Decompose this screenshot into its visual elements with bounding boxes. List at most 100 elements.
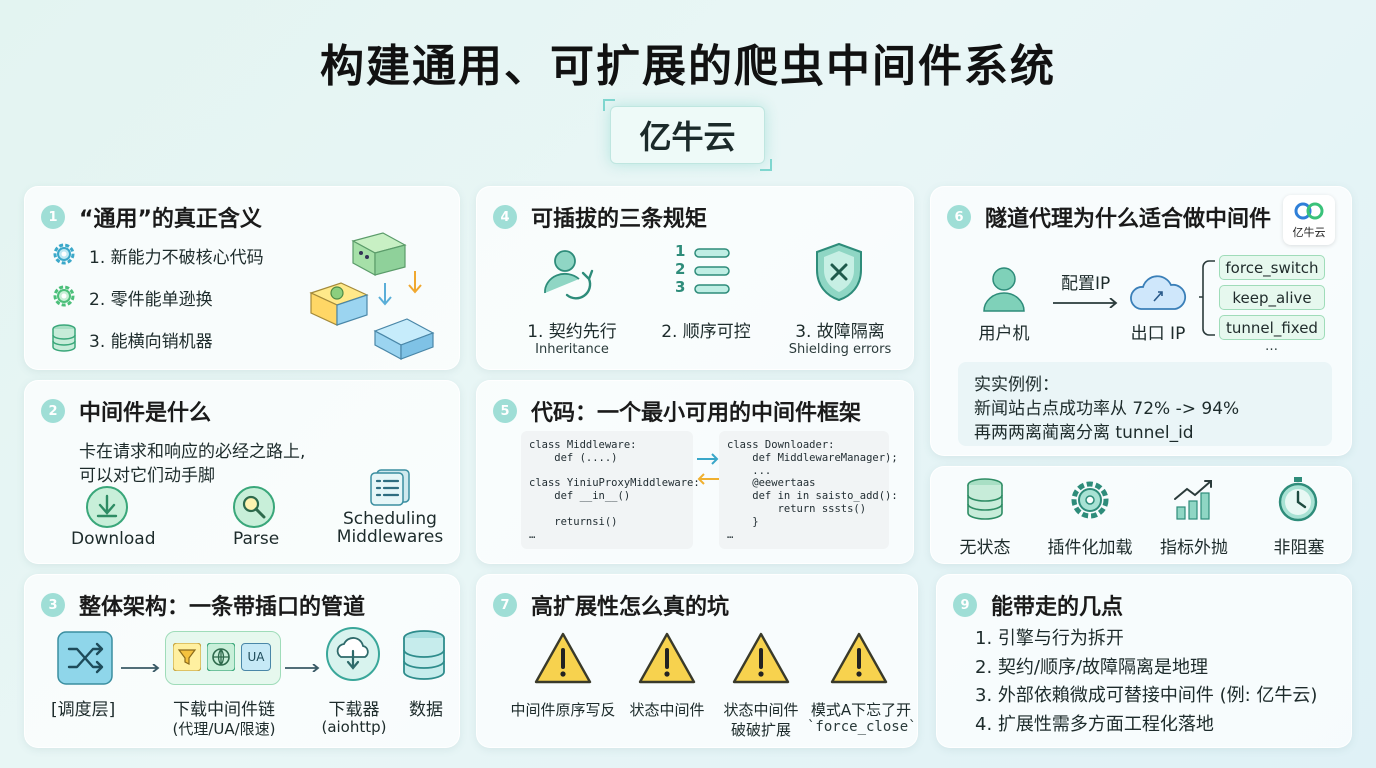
pitfall-label: 破破扩展 xyxy=(730,721,791,739)
brand-logo: 亿牛云 xyxy=(1283,195,1335,245)
card-title: 可插拔的三条规矩 xyxy=(531,207,708,232)
card-number-badge: 3 xyxy=(41,593,65,617)
database-icon xyxy=(401,629,447,687)
database-icon xyxy=(51,323,77,357)
takeaway-item: 1. 引擎与行为拆开 xyxy=(975,628,1124,649)
brand-name: 亿牛云 xyxy=(639,118,736,156)
card-title: 能带走的几点 xyxy=(991,595,1124,620)
card-number-badge: 1 xyxy=(41,205,65,229)
download-icon xyxy=(85,485,129,533)
warning-icon xyxy=(731,631,791,689)
pitfall-label: 状态中间件 xyxy=(723,701,799,719)
card-title: 中间件是什么 xyxy=(79,401,212,426)
tag-keep-alive: keep_alive xyxy=(1219,285,1325,310)
card-features: 无状态 插件化加载 指标外抛 非阻塞 xyxy=(930,466,1352,564)
icon-label: Scheduling xyxy=(343,509,437,529)
rule-sublabel: Shielding errors xyxy=(788,342,892,357)
config-ip-label: 配置IP xyxy=(1061,274,1111,294)
stage-sublabel: (代理/UA/限速) xyxy=(172,720,276,738)
stage-label-data: 数据 xyxy=(409,700,443,720)
middleware-description: 卡在请求和响应的必经之路上, xyxy=(79,442,306,462)
middleware-description: 可以对它们动手脚 xyxy=(79,466,215,486)
code-block-downloader: class Downloader: def MiddlewareManager)… xyxy=(719,431,898,549)
icon-label: Middlewares xyxy=(336,527,444,547)
icon-label: Parse xyxy=(233,529,280,549)
card-number-badge: 5 xyxy=(493,399,517,423)
stage-label-scheduler: [调度层] xyxy=(51,700,116,720)
tag-bracket xyxy=(1199,259,1217,341)
card-number-badge: 7 xyxy=(493,593,517,617)
card-title: 高扩展性怎么真的坑 xyxy=(531,595,730,620)
list-stack-icon xyxy=(367,467,413,511)
code-block-middleware: class Middleware: def (....) class Yiniu… xyxy=(521,431,700,549)
feature-label: 无状态 xyxy=(959,538,1011,558)
rule-sublabel: Inheritance xyxy=(535,342,609,357)
card-general-meaning: 1 “通用”的真正含义 1. 新能力不破核心代码 2. 零件能单逊换 3. 能横… xyxy=(24,186,460,370)
stage-sublabel: (aiohttp) xyxy=(321,718,387,736)
stage-label-middleware: 下载中间件链 xyxy=(173,700,275,720)
takeaway-item: 4. 扩展性需多方面工程化落地 xyxy=(975,713,1214,735)
shuffle-icon xyxy=(57,631,113,689)
example-box: 实实例例： 新闻站占点成功率从 72% -> 94% 再两两离蔺离分离 tunn… xyxy=(958,362,1332,446)
card-number-badge: 4 xyxy=(493,205,517,229)
card-takeaways: 9 能带走的几点 1. 引擎与行为拆开 2. 契约/顺序/故障隔离是地理 3. … xyxy=(936,574,1352,748)
timer-icon xyxy=(1275,475,1321,527)
example-line: 再两两离蔺离分离 tunnel_id xyxy=(974,423,1194,443)
card-title: 隧道代理为什么适合做中间件 xyxy=(985,207,1272,232)
gear-icon xyxy=(49,281,79,315)
meaning-item: 2. 零件能单逊换 xyxy=(89,290,213,310)
gear-icon xyxy=(1067,477,1113,527)
card-code-framework: 5 代码：一个最小可用的中间件框架 class Middleware: def … xyxy=(476,380,914,564)
database-icon xyxy=(965,477,1005,527)
feature-label: 非阻塞 xyxy=(1273,538,1325,558)
warning-icon xyxy=(829,631,889,689)
modular-blocks-icon xyxy=(303,231,453,365)
pipeline-arrow xyxy=(285,657,323,676)
filter-icon xyxy=(172,642,202,675)
card-number-badge: 6 xyxy=(947,205,971,229)
brand-logo-icon xyxy=(1294,202,1324,220)
feature-label: 指标外抛 xyxy=(1160,538,1228,558)
rule-label: 2. 顺序可控 xyxy=(661,322,751,342)
stage-label-downloader: 下载器 xyxy=(328,700,380,720)
takeaway-item: 3. 外部依賴微成可替接中间件 (例: 亿牛云) xyxy=(975,685,1318,706)
rule-label: 1. 契约先行 xyxy=(527,322,617,342)
card-number-badge: 9 xyxy=(953,593,977,617)
card-pitfalls: 7 高扩展性怎么真的坑 中间件原序写反 状态中间件 状态中间件 破破扩展 模式A… xyxy=(476,574,918,748)
example-title: 实实例例： xyxy=(974,375,1059,395)
magnifier-icon xyxy=(232,485,276,533)
pipeline-arrow xyxy=(121,657,163,676)
example-line: 新闻站占点成功率从 72% -> 94% xyxy=(974,399,1240,419)
takeaway-list: 1. 引擎与行为拆开 2. 契约/顺序/故障隔离是地理 3. 外部依賴微成可替接… xyxy=(975,625,1317,739)
pitfall-code: `force_close` xyxy=(807,719,917,735)
page-title: 构建通用、可扩展的爬虫中间件系统 xyxy=(320,41,1056,92)
meaning-item: 3. 能横向销机器 xyxy=(89,332,213,352)
flow-arrow xyxy=(1053,293,1123,312)
cloud-icon xyxy=(1127,271,1189,319)
brand-badge: 亿牛云 xyxy=(603,99,772,171)
warning-icon xyxy=(637,631,697,689)
user-icon xyxy=(981,265,1027,317)
card-architecture: 3 整体架构：一条带插口的管道 UA [调度层] 下载中间件链 (代理/UA/限… xyxy=(24,574,460,748)
takeaway-item: 2. 契约/顺序/故障隔离是地理 xyxy=(975,656,1209,678)
rule-label: 3. 故障隔离 xyxy=(795,322,885,342)
pitfall-label: 模式A下忘了开 xyxy=(810,701,912,719)
user-machine-label: 用户机 xyxy=(978,324,1030,344)
feature-label: 插件化加载 xyxy=(1047,538,1133,558)
card-title: 整体架构：一条带插口的管道 xyxy=(79,595,366,620)
corner-decoration xyxy=(603,99,615,111)
meaning-item: 1. 新能力不破核心代码 xyxy=(89,248,264,268)
brand-logo-text: 亿牛云 xyxy=(1292,226,1326,239)
shield-icon xyxy=(811,241,867,307)
gear-icon xyxy=(49,239,79,273)
ua-badge: UA xyxy=(241,643,271,671)
numbered-list-icon xyxy=(675,243,735,307)
tag-force-switch: force_switch xyxy=(1219,255,1325,280)
bar-chart-icon xyxy=(1171,477,1217,527)
warning-icon xyxy=(533,631,593,689)
tag-tunnel-fixed: tunnel_fixed xyxy=(1219,315,1325,340)
corner-decoration xyxy=(760,159,772,171)
pitfall-label: 中间件原序写反 xyxy=(510,701,616,719)
